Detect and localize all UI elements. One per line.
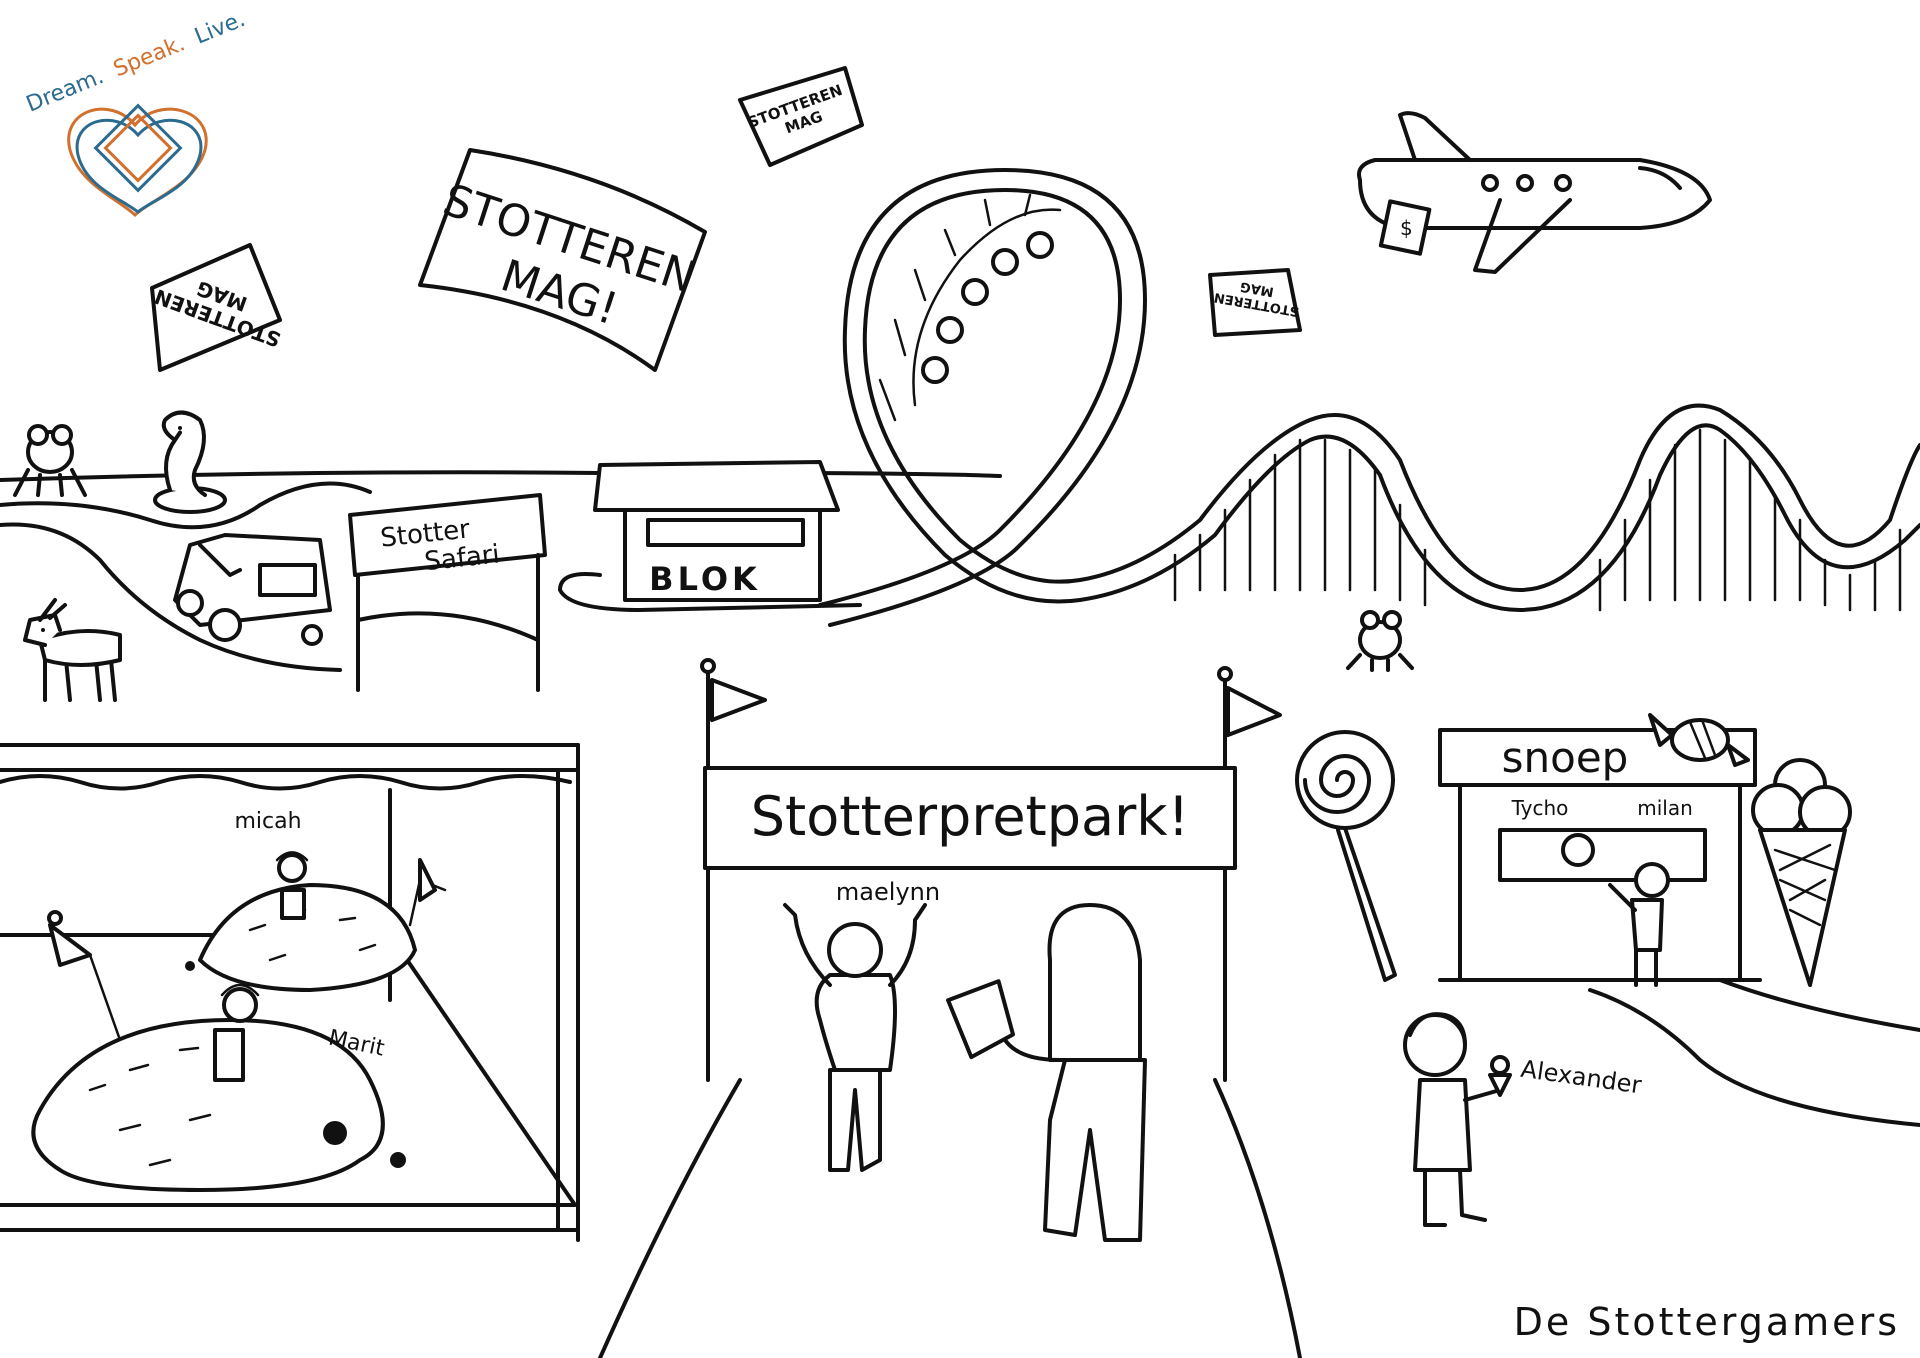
money-banner-icon: $ bbox=[1378, 199, 1432, 256]
flyer-small-left: STOTTEREN MAG bbox=[150, 243, 284, 372]
name-label-micah: micah bbox=[234, 809, 301, 834]
dream-speak-live-logo: Dream. Speak. Live. bbox=[23, 7, 249, 218]
snoep-kiosk: snoep Tycho milan bbox=[1438, 713, 1762, 987]
roller-coaster bbox=[818, 168, 1920, 627]
child-maelynn: maelynn bbox=[783, 878, 940, 1172]
flyer-small-right: STOTTEREN MAG bbox=[1208, 268, 1302, 337]
airplane-icon: $ bbox=[1357, 111, 1712, 274]
hedgehog-ride: micah Marit bbox=[0, 743, 580, 1242]
river-bank-top bbox=[0, 481, 372, 530]
name-label-alexander: Alexander bbox=[1519, 1055, 1643, 1100]
svg-text:$: $ bbox=[1400, 216, 1413, 240]
stotter-safari-sign: Stotter Safari bbox=[348, 493, 547, 692]
horizon-line bbox=[0, 470, 1002, 482]
credit-text: De Stottergamers bbox=[1514, 1300, 1900, 1344]
logo-tagline-speak: Speak. bbox=[110, 31, 189, 82]
frog-icon bbox=[13, 424, 87, 497]
blok-station: BLOK bbox=[558, 460, 862, 612]
adult-with-paper bbox=[946, 903, 1147, 1242]
snake-icon bbox=[153, 410, 227, 514]
candy-icon bbox=[1648, 713, 1750, 767]
ice-cream-icon bbox=[1751, 758, 1852, 987]
frog-icon bbox=[1346, 610, 1414, 672]
lollipop-icon bbox=[1295, 730, 1397, 982]
snoep-sign-text: snoep bbox=[1502, 733, 1629, 782]
name-label-milan: milan bbox=[1637, 796, 1693, 820]
hedgehog-car-front bbox=[31, 910, 406, 1192]
child-alexander: Alexander bbox=[1403, 1012, 1643, 1227]
flyer-small-top: STOTTEREN MAG bbox=[738, 66, 864, 167]
hedgehog-car-back bbox=[185, 851, 447, 992]
svg-text:Stotter Safari: Stotter Safari bbox=[379, 512, 501, 582]
flyer-small-right-line2: MAG bbox=[1239, 278, 1275, 299]
name-label-tycho: Tycho bbox=[1511, 796, 1569, 820]
park-sign-text: Stotterpretpark! bbox=[751, 785, 1189, 848]
kiosk-path bbox=[1588, 988, 1920, 1127]
goat-icon bbox=[23, 598, 122, 702]
name-label-maelynn: maelynn bbox=[836, 878, 940, 906]
park-entrance: Stotterpretpark! bbox=[598, 658, 1302, 1358]
river-bank-bottom bbox=[0, 522, 342, 672]
safari-jeep-icon bbox=[173, 533, 332, 646]
intertwined-hearts-icon bbox=[67, 103, 208, 218]
coaster-cars bbox=[878, 193, 1062, 422]
svg-text:Dream. Speak. Live: Dream. Speak. Live. bbox=[23, 7, 249, 118]
child-milan bbox=[1608, 862, 1670, 987]
blok-sign-text: BLOK bbox=[649, 560, 761, 598]
logo-tagline-live: Live. bbox=[191, 7, 249, 50]
flyer-big: STOTTEREN MAG! bbox=[418, 148, 707, 372]
